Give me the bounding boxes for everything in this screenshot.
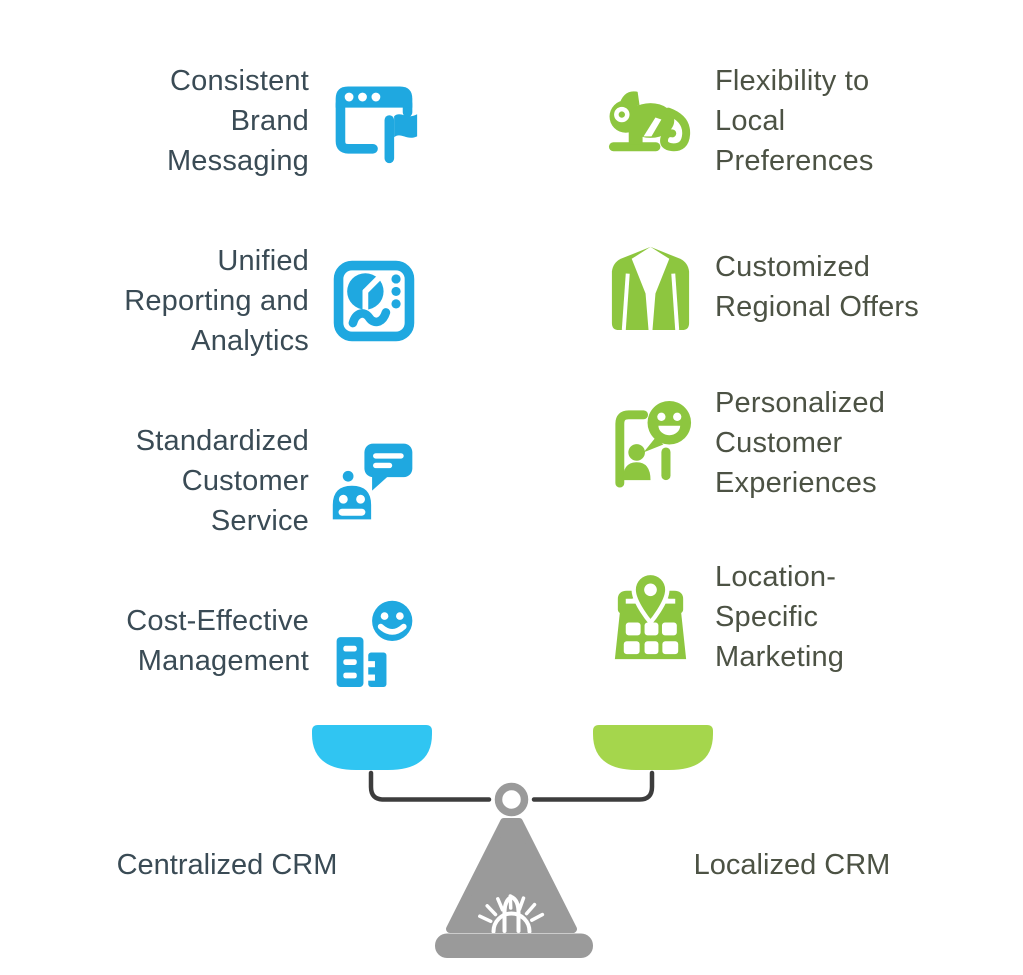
benefit-label: Standardized Customer Service — [136, 421, 309, 541]
benefit-row-location-marketing: Location- Specific Marketing — [603, 536, 1003, 698]
right-scale-pan — [593, 725, 713, 770]
scale-pivot-ring — [494, 782, 529, 817]
benefit-line: Marketing — [715, 641, 845, 673]
benefit-label: Customized Regional Offers — [715, 247, 919, 327]
benefit-row-regional-offers: Customized Regional Offers — [603, 206, 1003, 368]
scale-dial — [478, 894, 545, 934]
benefit-line: Standardized — [135, 425, 309, 457]
buildings-smile-icon — [328, 595, 420, 687]
benefit-line: Preferences — [715, 145, 874, 177]
benefit-line: Brand — [230, 105, 309, 137]
left-scale-pan — [312, 725, 432, 770]
chatbot-icon — [328, 435, 420, 527]
localized-crm-label: Localized CRM — [693, 849, 891, 881]
benefit-row-personalized: Personalized Customer Experiences — [603, 362, 1003, 524]
benefit-line: Analytics — [191, 325, 309, 357]
benefit-line: Customer — [181, 465, 309, 497]
benefit-line: Management — [137, 645, 309, 677]
scale-base — [435, 933, 593, 958]
benefit-row-unified-reporting: Unified Reporting and Analytics — [60, 220, 420, 382]
benefit-line: Local — [715, 105, 786, 137]
blazer-icon — [603, 240, 698, 335]
benefit-row-flexibility: Flexibility to Local Preferences — [603, 40, 1003, 202]
benefit-line: Experiences — [715, 467, 877, 499]
customer-chat-icon — [603, 396, 698, 491]
benefit-line: Consistent — [169, 65, 309, 97]
benefit-label: Location- Specific Marketing — [715, 557, 844, 677]
map-pin-icon — [603, 570, 698, 665]
chameleon-icon — [603, 74, 698, 169]
benefit-line: Cost-Effective — [126, 605, 309, 637]
benefit-row-standardized-service: Standardized Customer Service — [60, 400, 420, 562]
balance-scale — [0, 700, 1023, 975]
benefit-line: Regional Offers — [715, 291, 919, 323]
benefit-label: Cost-Effective Management — [126, 601, 309, 681]
benefit-line: Messaging — [166, 145, 309, 177]
scale-pedestal — [446, 818, 577, 933]
benefit-label: Unified Reporting and Analytics — [124, 241, 309, 361]
benefit-row-cost-effective: Cost-Effective Management — [60, 560, 420, 722]
benefit-line: Personalized — [715, 387, 886, 419]
benefit-row-brand-messaging: Consistent Brand Messaging — [60, 40, 420, 202]
benefit-line: Specific — [715, 601, 819, 633]
benefit-label: Consistent Brand Messaging — [167, 61, 309, 181]
benefit-line: Service — [210, 505, 309, 537]
benefit-line: Flexibility to — [715, 65, 870, 97]
benefit-line: Location- — [715, 561, 837, 593]
scale-beam — [368, 770, 655, 802]
benefit-line: Reporting and — [124, 285, 309, 317]
benefit-line: Customer — [715, 427, 843, 459]
benefit-label: Flexibility to Local Preferences — [715, 61, 874, 181]
benefit-line: Unified — [217, 245, 309, 277]
benefit-label: Personalized Customer Experiences — [715, 383, 885, 503]
analytics-dashboard-icon — [328, 255, 420, 347]
benefit-line: Customized — [715, 251, 871, 283]
browser-flag-icon — [328, 75, 420, 167]
centralized-crm-label: Centralized CRM — [116, 849, 338, 881]
